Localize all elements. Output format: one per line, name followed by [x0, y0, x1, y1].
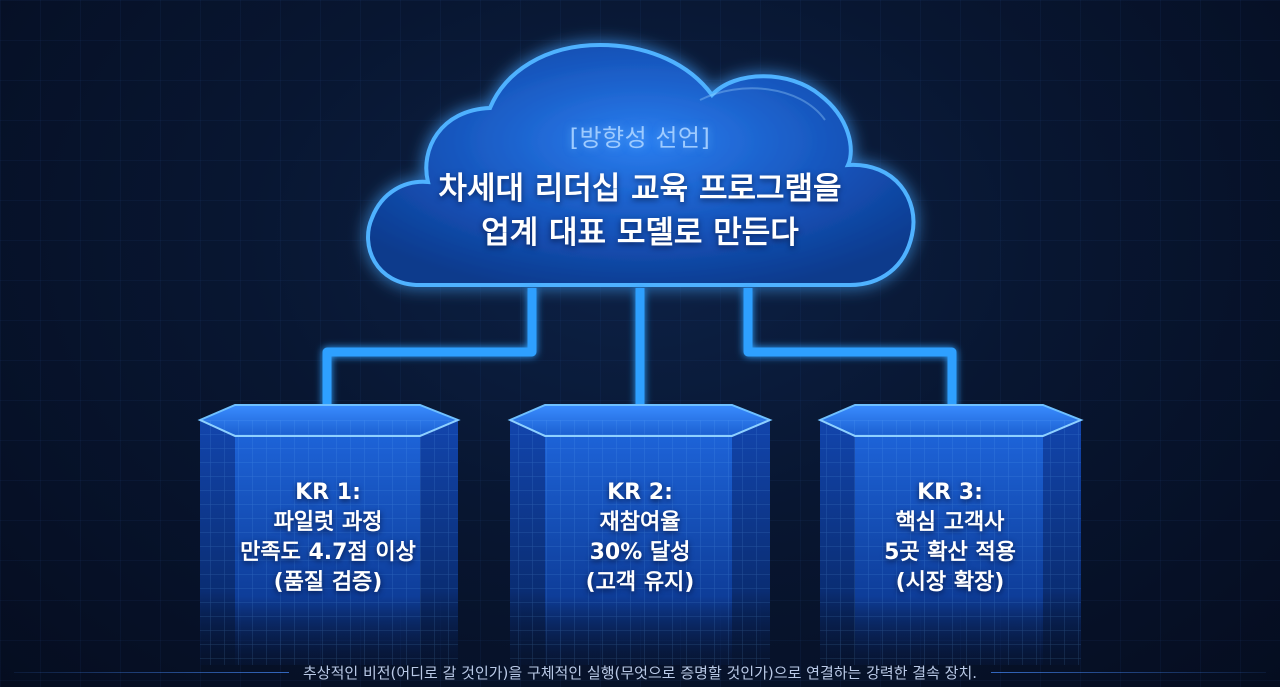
kr3-line2: 5곳 확산 적용	[825, 538, 1075, 568]
kr2-line3: (고객 유지)	[515, 568, 765, 598]
kr3-line1: 핵심 고객사	[825, 508, 1075, 538]
vision-statement: [방향성 선언] 차세대 리더십 교육 프로그램을 업계 대표 모델로 만든다	[380, 118, 900, 255]
vision-tag: [방향성 선언]	[380, 118, 900, 153]
vision-title-line2: 업계 대표 모델로 만든다	[380, 211, 900, 255]
kr3-line3: (시장 확장)	[825, 568, 1075, 598]
kr2-line2: 30% 달성	[515, 538, 765, 568]
kr1-line1: 파일럿 과정	[203, 508, 453, 538]
kr1-line2: 만족도 4.7점 이상	[203, 538, 453, 568]
kr1-line3: (품질 검증)	[203, 568, 453, 598]
kr1-text: KR 1: 파일럿 과정 만족도 4.7점 이상 (품질 검증)	[203, 478, 453, 598]
vision-title-line1: 차세대 리더십 교육 프로그램을	[380, 167, 900, 211]
kr1-label: KR 1:	[203, 478, 453, 508]
connector-kr1	[327, 288, 532, 408]
vision-title: 차세대 리더십 교육 프로그램을 업계 대표 모델로 만든다	[380, 167, 900, 255]
kr3-label: KR 3:	[825, 478, 1075, 508]
kr2-text: KR 2: 재참여율 30% 달성 (고객 유지)	[515, 478, 765, 598]
connector-lines	[327, 288, 952, 408]
footer-divider-right	[991, 672, 1266, 673]
connector-kr3	[748, 288, 952, 408]
footer-divider-left	[14, 672, 289, 673]
kr2-line1: 재참여율	[515, 508, 765, 538]
footer: 추상적인 비전(어디로 갈 것인가)을 구체적인 실행(무엇으로 증명할 것인가…	[0, 660, 1280, 684]
kr2-label: KR 2:	[515, 478, 765, 508]
footer-caption: 추상적인 비전(어디로 갈 것인가)을 구체적인 실행(무엇으로 증명할 것인가…	[303, 662, 977, 683]
kr3-text: KR 3: 핵심 고객사 5곳 확산 적용 (시장 확장)	[825, 478, 1075, 598]
